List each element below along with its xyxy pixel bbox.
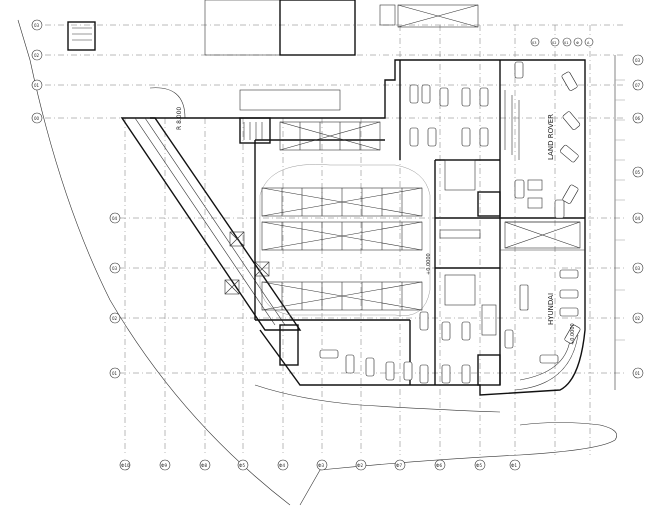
land-rover-label: LAND ROVER [547,114,555,160]
axis-bubble-bottom-8: Ф7 [396,463,402,468]
axis-bubbles-bottom: Ф10 Ф9 Ф8 Ф5 Ф4 Ф3 Ф2 Ф7 Ф6 Ф5 Ф1 [119,459,521,471]
site-boundary [17,19,617,506]
axis-bubble-right-1: 03 [635,58,641,63]
axis-bubble-right-8: 01 [635,371,641,376]
axis-bubble-left-2: 02 [34,53,40,58]
parked-cars [319,61,581,384]
axis-bubble-bottom-2: Ф9 [161,463,167,468]
street-parking-marks [614,55,625,390]
axis-bubble-right-7: 02 [635,316,641,321]
plan-labels: LAND ROVER HYUNDAI R 8.000 +0.0000 +0.00… [176,107,576,345]
axis-bubble-top-1: 03 [532,41,536,45]
axis-bubble-top-2: 02 [552,41,556,45]
axis-bubble-left-8: 01 [112,371,118,376]
axis-bubble-left-4: 00 [34,116,40,121]
axis-bubble-left-7: 02 [112,316,118,321]
axis-bubble-bottom-3: Ф8 [201,463,207,468]
upper-structure [67,0,479,111]
stair-cores [239,117,501,386]
axis-bubble-right-4: 05 [635,170,641,175]
axis-bubble-right-5: 04 [635,216,641,221]
radius-label: R 8.000 [176,107,183,130]
level-mark-2: +0.0000 [570,323,576,345]
axis-bubble-bottom-7: Ф2 [357,463,363,468]
axis-bubble-bottom-5: Ф4 [279,463,285,468]
axis-bubble-left-3: 01 [34,83,40,88]
axis-bubble-right-2: 07 [635,83,641,88]
axis-bubbles-right: 03 07 06 05 04 03 02 01 [632,54,644,379]
building-outline [150,59,586,396]
axis-bubble-bottom-11: Ф1 [511,463,517,468]
grid-lines-horizontal [45,24,625,374]
axis-bubbles-left: 03 02 01 00 04 03 02 01 [31,19,121,379]
axis-bubbles-top: 03 02 01 Ф A [530,37,594,47]
axis-bubble-bottom-4: Ф5 [239,463,245,468]
level-mark-1: +0.0000 [426,253,432,275]
axis-bubble-right-3: 06 [635,116,641,121]
hyundai-label: HYUNDAI [547,293,555,325]
axis-bubble-right-6: 03 [635,266,641,271]
axis-bubble-bottom-6: Ф3 [318,463,324,468]
axis-bubble-top-5: A [587,41,590,45]
axis-bubble-bottom-1: Ф10 [121,463,130,468]
axis-bubble-left-5: 04 [112,216,118,221]
central-parking-bays [259,121,431,316]
diagonal-ramp [120,87,302,331]
axis-bubble-left-1: 03 [34,23,40,28]
axis-bubble-top-4: Ф [576,41,579,45]
grid-lines-vertical [124,25,591,455]
axis-bubble-top-3: 01 [564,41,568,45]
axis-bubble-bottom-9: Ф6 [436,463,442,468]
axis-bubble-left-6: 03 [112,266,118,271]
showroom-furniture [439,90,543,336]
axis-bubble-bottom-10: Ф5 [476,463,482,468]
